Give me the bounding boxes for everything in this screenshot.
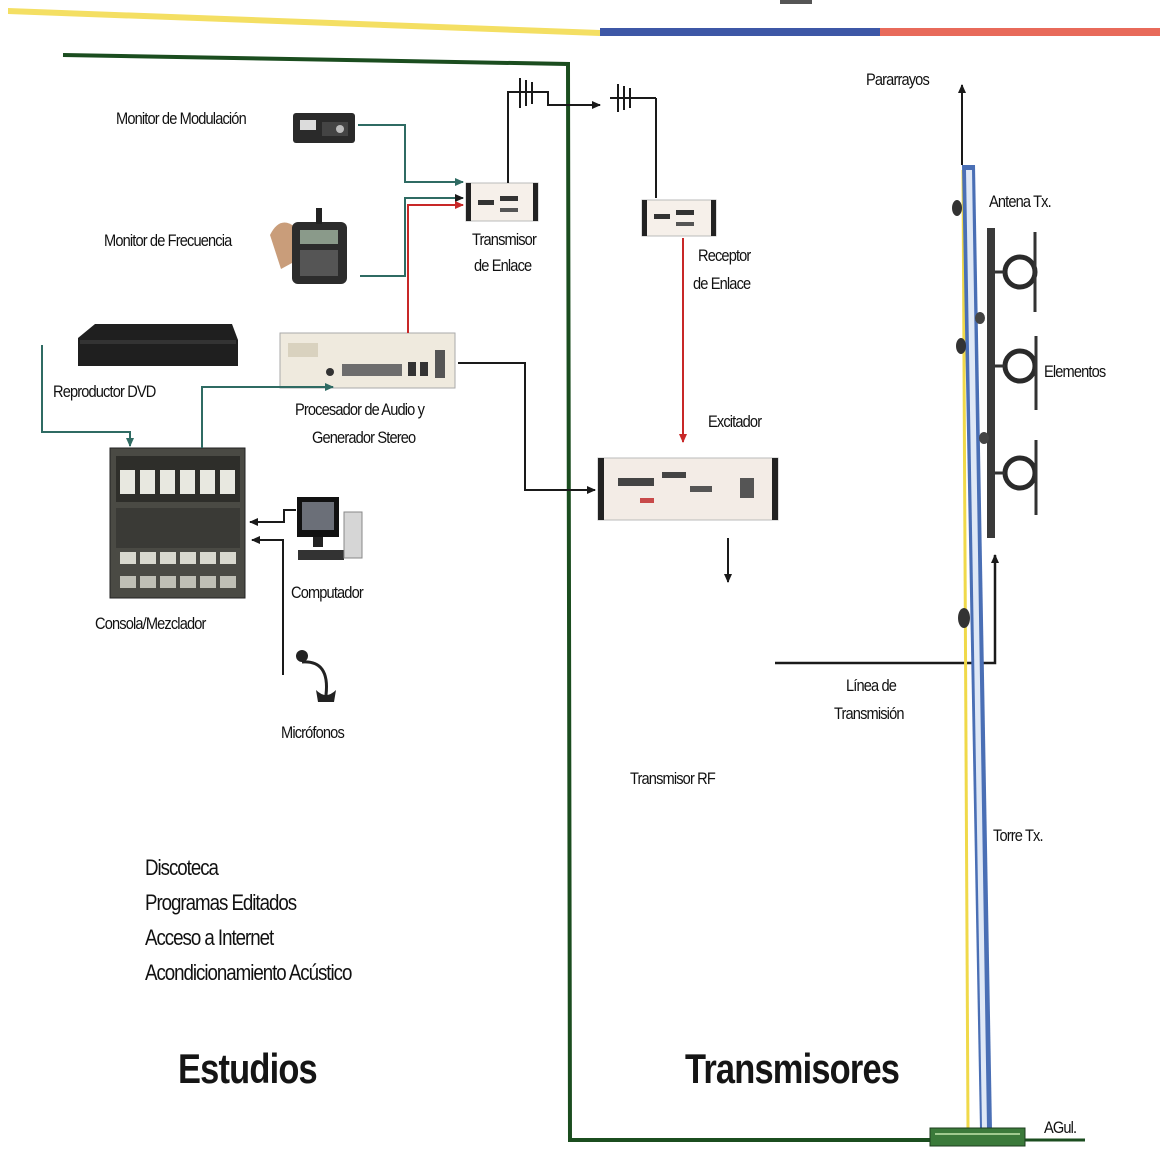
frequency-monitor-icon [270, 208, 347, 284]
mixer-console-icon [109, 447, 246, 599]
computer-icon [297, 497, 363, 560]
section-title-estudios: Estudios [178, 1045, 318, 1092]
note-item: Acondicionamiento Acústico [145, 960, 352, 985]
note-item: Acceso a Internet [145, 925, 274, 950]
link-transmitter-icon [465, 182, 539, 222]
label-antena: Antena Tx. [989, 192, 1052, 211]
label-microfonos: Micrófonos [281, 723, 345, 742]
label-linea-line2: Transmisión [834, 704, 904, 723]
label-torre: Torre Tx. [993, 826, 1044, 845]
label-monitor-frecuencia: Monitor de Frecuencia [104, 231, 232, 250]
note-item: Programas Editados [145, 890, 297, 915]
label-transmisor-rf: Transmisor RF [630, 769, 716, 788]
label-pararrayos: Pararrayos [866, 70, 930, 89]
modulation-monitor-icon [293, 113, 355, 143]
label-excitador: Excitador [708, 412, 762, 431]
link-receiver-icon [641, 199, 717, 237]
ground-plate [929, 1127, 1085, 1147]
studio-building-outline [62, 53, 960, 1142]
label-receptor-enlace-line1: Receptor [698, 246, 751, 265]
studio-notes-list: Discoteca Programas Editados Acceso a In… [145, 850, 352, 990]
audio-processor-icon [279, 332, 456, 389]
exciter-icon [597, 457, 779, 521]
label-procesador-line1: Procesador de Audio y [295, 400, 425, 419]
label-agul: AGul. [1044, 1118, 1077, 1137]
microphone-icon [296, 650, 336, 702]
label-consola: Consola/Mezclador [95, 614, 206, 633]
label-monitor-modulacion: Monitor de Modulación [116, 109, 247, 128]
label-computador: Computador [291, 583, 364, 602]
label-receptor-enlace-line2: de Enlace [693, 274, 751, 293]
tower-icon [952, 84, 992, 1131]
label-transmisor-enlace-line1: Transmisor [472, 230, 537, 249]
label-linea-line1: Línea de [846, 676, 897, 695]
label-transmisor-enlace-line2: de Enlace [474, 256, 532, 275]
label-procesador-line2: Generador Stereo [312, 428, 416, 447]
label-reproductor-dvd: Reproductor DVD [53, 382, 156, 401]
antenna-icon [975, 228, 1038, 538]
label-elementos: Elementos [1044, 362, 1106, 381]
section-title-transmisores: Transmisores [685, 1045, 900, 1092]
dvd-player-icon [78, 324, 238, 366]
top-color-band [8, 0, 1160, 36]
signal-connections [41, 78, 999, 675]
note-item: Discoteca [145, 855, 219, 880]
